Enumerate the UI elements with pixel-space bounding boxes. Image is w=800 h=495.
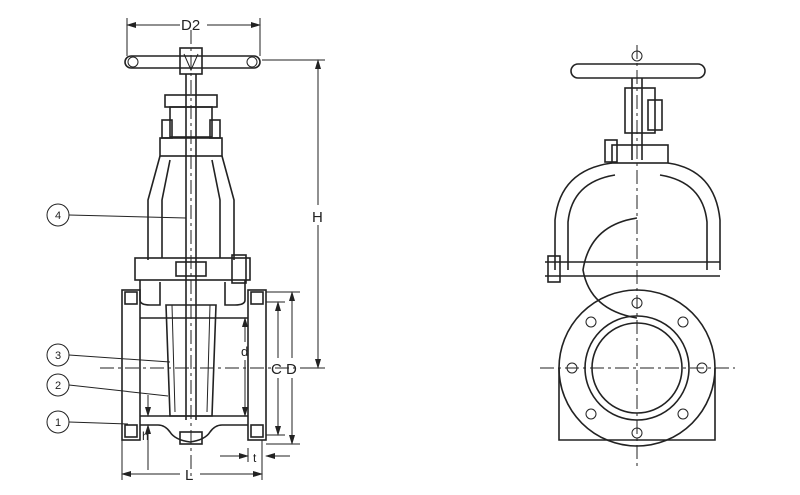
- svg-text:1: 1: [55, 417, 61, 429]
- dim-H: H: [312, 209, 323, 226]
- callout-4: 4: [46, 203, 187, 227]
- svg-text:2: 2: [55, 380, 61, 392]
- dim-L: L: [185, 467, 193, 484]
- callout-3: 3: [46, 343, 171, 367]
- front-section-view: D2 H d C D L t h 4 3 2 1: [46, 17, 325, 484]
- svg-text:3: 3: [55, 350, 61, 362]
- handwheel: [124, 47, 261, 75]
- side-view: [540, 45, 735, 470]
- callout-1: 1: [46, 410, 129, 434]
- callout-2: 2: [46, 373, 169, 397]
- dim-t: t: [253, 451, 257, 465]
- dim-h: h: [142, 429, 149, 443]
- flange-bolts: [566, 297, 708, 439]
- dim-D: D: [286, 361, 297, 378]
- dim-C: C: [271, 361, 282, 378]
- dim-D2: D2: [181, 17, 200, 34]
- svg-text:4: 4: [55, 210, 61, 222]
- dim-d: d: [241, 344, 248, 359]
